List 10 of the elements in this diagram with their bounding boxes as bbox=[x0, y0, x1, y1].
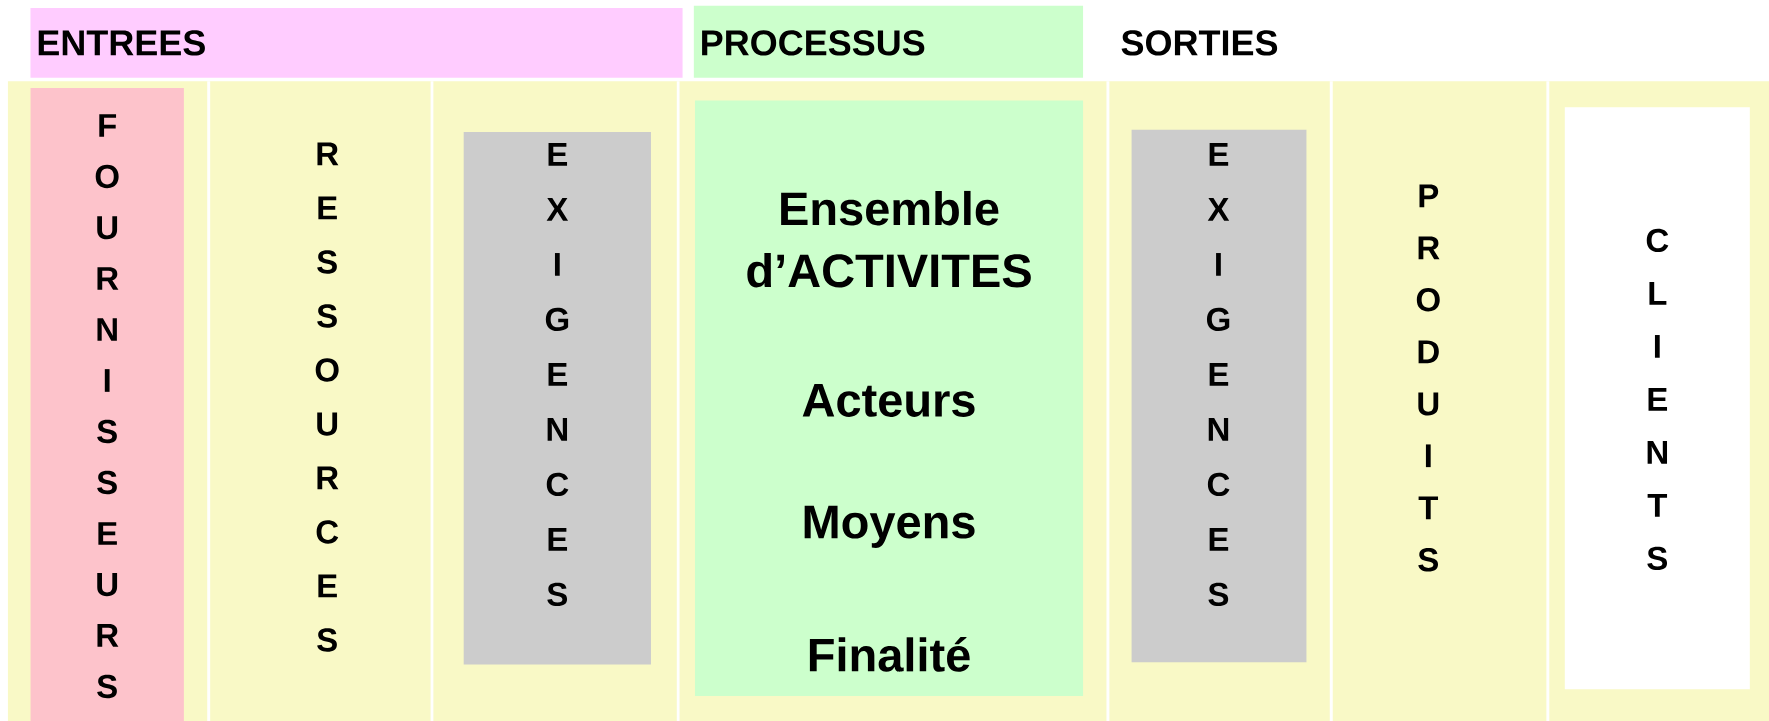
process-box: Ensemble d’ACTIVITES Acteurs Moyens Finalité bbox=[694, 100, 1084, 697]
column-box: EXIGENCES bbox=[1131, 129, 1307, 663]
header-band: PROCESSUS bbox=[693, 5, 1084, 78]
column-text: RESSOURCES bbox=[315, 142, 339, 652]
column-box: FOURNISSEURS bbox=[30, 88, 184, 721]
column-box: CLIENTS bbox=[1564, 107, 1750, 690]
column-box: EXIGENCES bbox=[463, 132, 651, 665]
header-text: SORTIES bbox=[1121, 30, 1278, 56]
header-band: ENTREES bbox=[30, 7, 683, 78]
column-text: PRODUITS bbox=[1416, 184, 1440, 572]
